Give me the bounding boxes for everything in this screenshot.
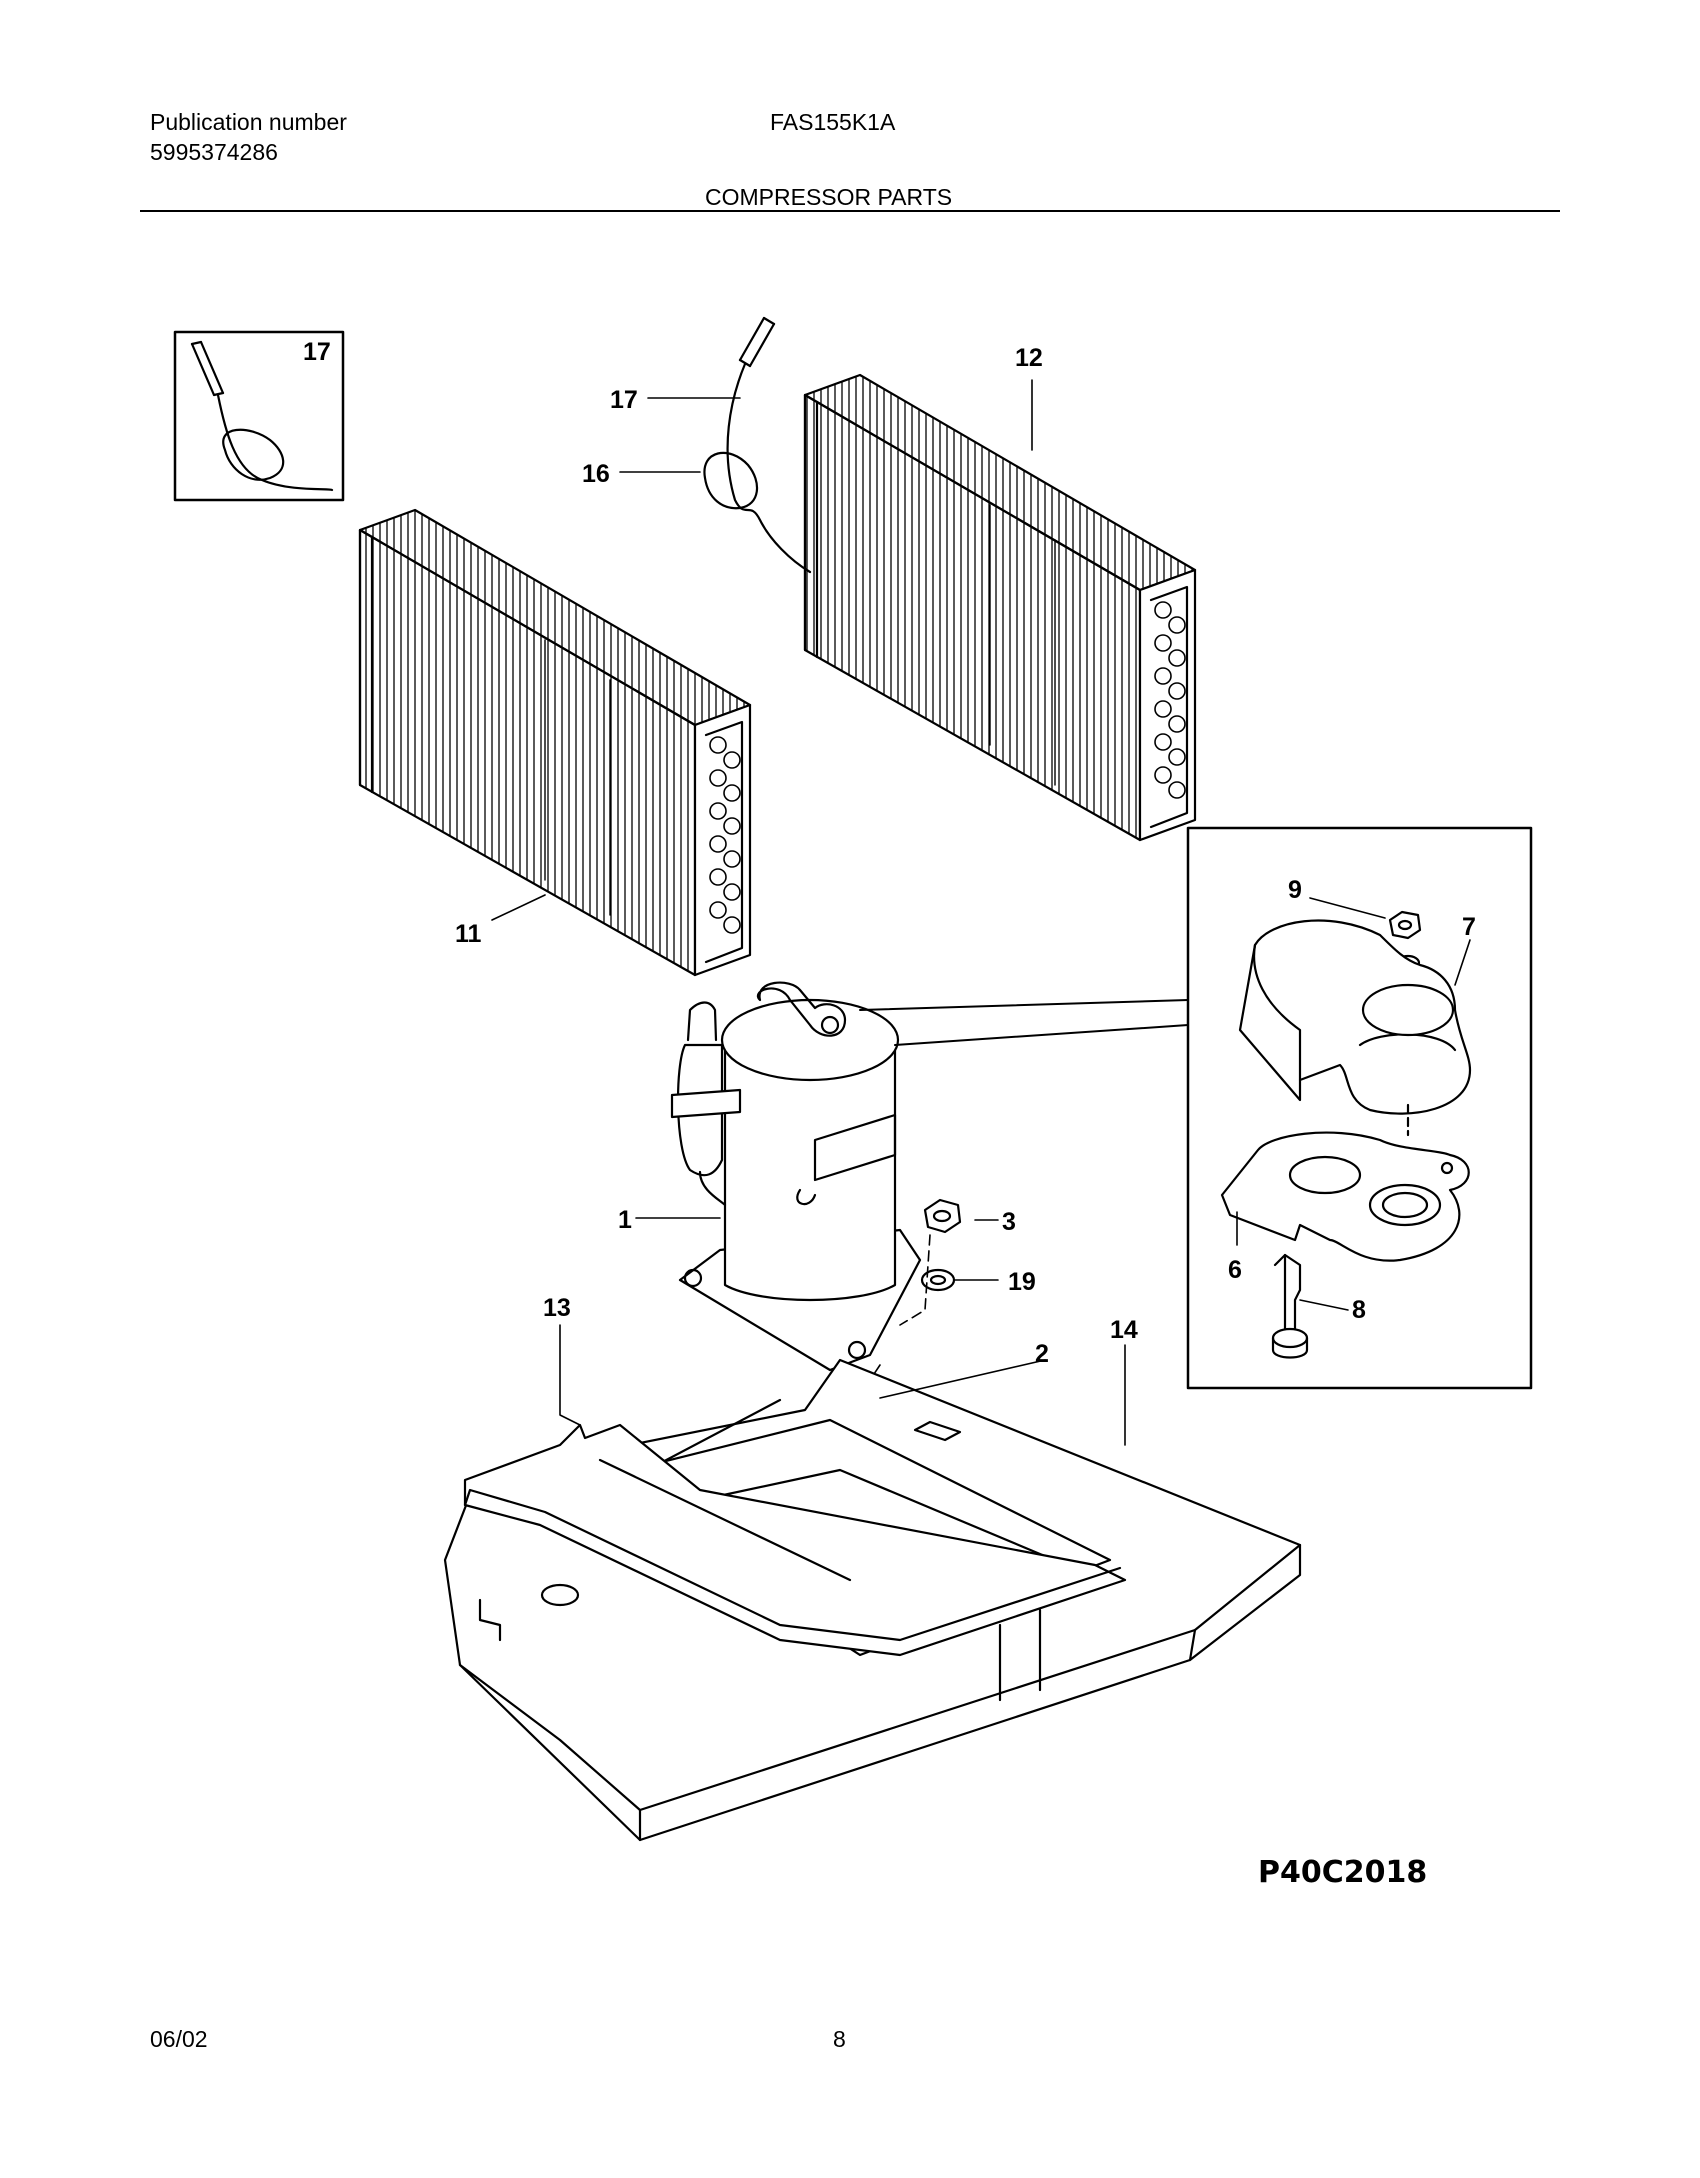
header-rule xyxy=(140,210,1560,212)
callout-8: 8 xyxy=(1352,1296,1366,1324)
callout-12: 12 xyxy=(1015,344,1043,372)
callout-6: 6 xyxy=(1228,1256,1242,1284)
model-number: FAS155K1A xyxy=(770,109,896,135)
coil-front-part-11 xyxy=(358,508,752,977)
sensor-inset-box xyxy=(173,330,345,502)
publication-label: Publication number xyxy=(150,109,347,135)
callout-16: 16 xyxy=(582,460,610,488)
callout-9: 9 xyxy=(1288,876,1302,904)
section-title: COMPRESSOR PARTS xyxy=(705,184,953,210)
leader-lines xyxy=(491,379,1471,1446)
nut-washer-parts-3-19 xyxy=(869,1198,962,1381)
publication-number: 5995374286 xyxy=(150,139,278,165)
footer-date: 06/02 xyxy=(150,2026,208,2052)
base-pan-parts-13-14 xyxy=(443,1358,1302,1842)
callout-17: 17 xyxy=(610,386,638,414)
compressor-part-1 xyxy=(670,981,922,1372)
callout-1: 1 xyxy=(618,1206,632,1234)
callout-labels: 17 17 16 12 11 1 3 19 2 13 14 9 7 6 8 xyxy=(303,338,1476,1368)
capillary-sensor-parts-16-17 xyxy=(703,316,812,574)
callout-17-inset: 17 xyxy=(303,338,331,366)
terminal-cover-inset-box xyxy=(859,826,1533,1390)
coil-rear-part-12 xyxy=(803,373,1197,842)
callout-11: 11 xyxy=(455,920,482,948)
callout-7: 7 xyxy=(1462,913,1476,941)
callout-14: 14 xyxy=(1110,1316,1138,1344)
callout-3: 3 xyxy=(1002,1208,1016,1236)
callout-19: 19 xyxy=(1008,1268,1036,1296)
callout-13: 13 xyxy=(543,1294,571,1322)
callout-2: 2 xyxy=(1035,1340,1049,1368)
page-number: 8 xyxy=(833,2026,846,2052)
drawing-code: P40C2018 xyxy=(1258,1855,1427,1890)
